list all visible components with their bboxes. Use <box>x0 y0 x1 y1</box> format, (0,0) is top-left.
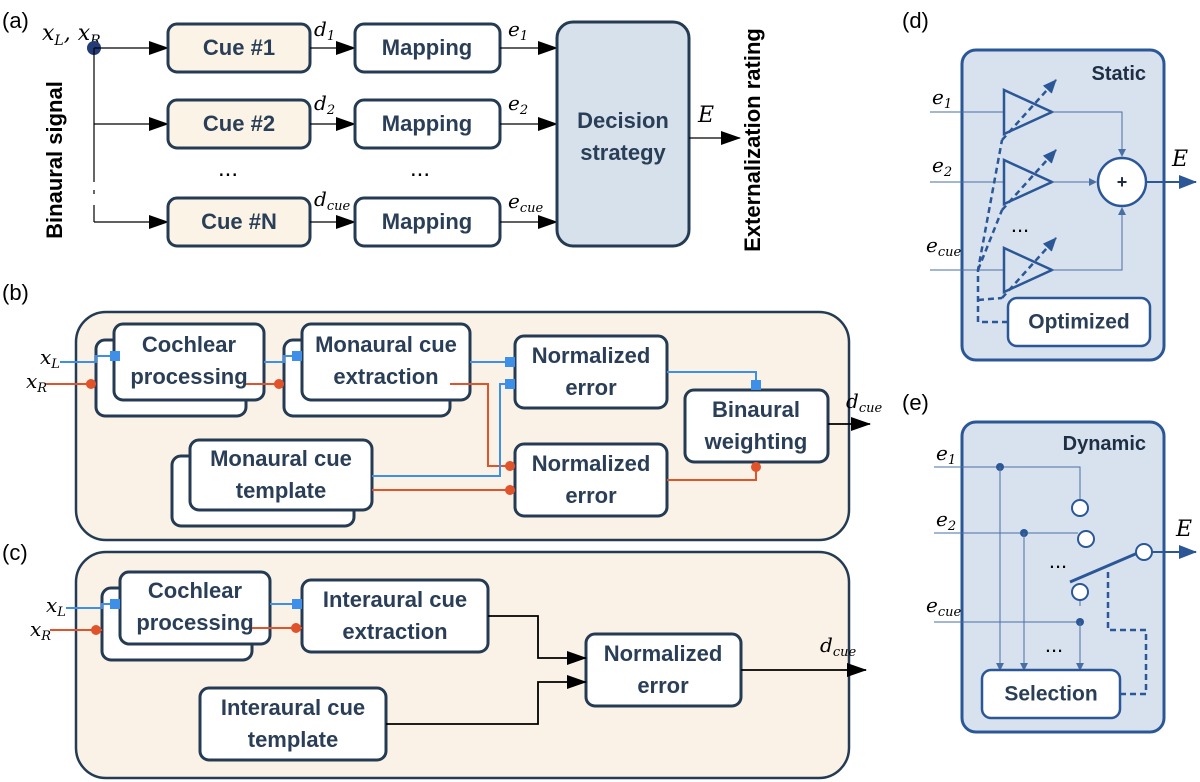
b-error-bottom-line1: Normalized <box>532 451 651 476</box>
b-template-line1: Monaural cue <box>210 446 352 471</box>
dcue-label: dcue <box>314 187 350 214</box>
d-e2-label: e2 <box>932 153 952 180</box>
e-ecue-label: ecue <box>926 593 961 620</box>
c-xr-label: xR <box>30 617 51 644</box>
b-output-label: dcue <box>846 389 882 416</box>
e-e1-label: e1 <box>936 441 956 468</box>
contact-cue <box>1071 583 1089 601</box>
contact-2 <box>1077 530 1095 548</box>
d-ellipsis: ... <box>1011 212 1029 237</box>
d2-label: d2 <box>314 91 335 118</box>
panel-e-title: Dynamic <box>1063 433 1146 455</box>
c-template-line1: Interaural cue <box>221 695 365 720</box>
panel-e: (e) Dynamic e1 e2 ecue ... ... E <box>902 390 1197 734</box>
mapping-2-label: Mapping <box>382 111 472 136</box>
e2-label: e2 <box>508 91 528 118</box>
panel-label-a: (a) <box>2 8 29 33</box>
panel-d-container <box>960 48 1166 362</box>
gain-1-icon <box>1002 88 1056 136</box>
contact-1 <box>1071 499 1089 517</box>
gain-cue-icon <box>1002 246 1056 294</box>
d-ecue-label: ecue <box>926 233 961 260</box>
switch-lever <box>1069 550 1141 584</box>
binaural-signal-label: Binaural signal <box>42 81 67 239</box>
selection-label: Selection <box>1004 683 1097 706</box>
optimized-label: Optimized <box>1028 311 1130 334</box>
e-output-label: E <box>1175 517 1192 542</box>
b-xl-label: xL <box>40 345 60 372</box>
panel-c: (c) xL xR Cochlear processing Interaural… <box>2 540 867 780</box>
b-error-top-line1: Normalized <box>532 343 651 368</box>
b-xr-label: xR <box>26 369 47 396</box>
panel-label-c: (c) <box>2 540 28 565</box>
mapping-ellipsis: ... <box>410 155 430 182</box>
cue-ellipsis: ... <box>218 155 238 182</box>
b-weighting-line1: Binaural <box>712 397 800 422</box>
c-error-line2: error <box>637 673 689 698</box>
sum-symbol: + <box>1117 172 1128 192</box>
b-extraction-line2: extraction <box>333 364 438 389</box>
output-e-label: E <box>697 103 714 128</box>
selection-box <box>980 668 1122 720</box>
c-template-line2: template <box>248 727 338 752</box>
ecue-label: ecue <box>508 189 543 216</box>
decision-label-line2: strategy <box>580 140 666 165</box>
c-xl-label: xL <box>46 593 66 620</box>
mapping-n-label: Mapping <box>382 209 472 234</box>
panel-label-b: (b) <box>2 280 29 305</box>
decision-strategy-box <box>555 20 691 248</box>
c-cochlear-line1: Cochlear <box>148 578 243 603</box>
panel-d: (d) Static e1 e2 ecue ... + E Opt <box>902 8 1197 362</box>
b-template-line2: template <box>236 478 326 503</box>
switch-output-contact <box>1135 543 1153 561</box>
optimized-box <box>1006 296 1152 348</box>
cue-2-label: Cue #2 <box>203 111 275 136</box>
b-extraction-line1: Monaural cue <box>315 332 457 357</box>
panel-b: (b) xL xR Cochlear processing Monaural c… <box>2 280 882 542</box>
c-extraction-line2: extraction <box>342 619 447 644</box>
c-cochlear-line2: processing <box>136 610 253 635</box>
decision-label-line1: Decision <box>577 108 669 133</box>
cue-1-label: Cue #1 <box>203 35 275 60</box>
panel-a: (a) Binaural signal xL, xR Cue #1 Cue #2… <box>2 8 765 252</box>
b-cochlear-line1: Cochlear <box>142 332 237 357</box>
d-output-label: E <box>1171 147 1188 172</box>
c-output-label: dcue <box>820 633 856 660</box>
c-extraction-line1: Interaural cue <box>323 587 467 612</box>
e-e2-label: e2 <box>936 507 956 534</box>
d1-label: d1 <box>314 17 335 44</box>
panel-label-e: (e) <box>902 390 929 415</box>
b-error-top-line2: error <box>565 375 617 400</box>
panel-label-d: (d) <box>902 8 929 33</box>
e-ellipsis-top: ... <box>1049 548 1067 573</box>
b-weighting-line2: weighting <box>704 429 808 454</box>
b-cochlear-line2: processing <box>130 364 247 389</box>
e-ellipsis-bottom: ... <box>1045 632 1063 657</box>
externalization-rating-label: Externalization rating <box>740 28 765 252</box>
gain-2-icon <box>1002 158 1056 206</box>
panel-e-container <box>960 420 1166 734</box>
cue-n-label: Cue #N <box>201 209 277 234</box>
panel-d-title: Static <box>1092 63 1146 85</box>
d-e1-label: e1 <box>932 85 952 112</box>
e1-label: e1 <box>508 17 528 44</box>
c-error-line1: Normalized <box>604 641 723 666</box>
b-error-bottom-line2: error <box>565 483 617 508</box>
mapping-1-label: Mapping <box>382 35 472 60</box>
